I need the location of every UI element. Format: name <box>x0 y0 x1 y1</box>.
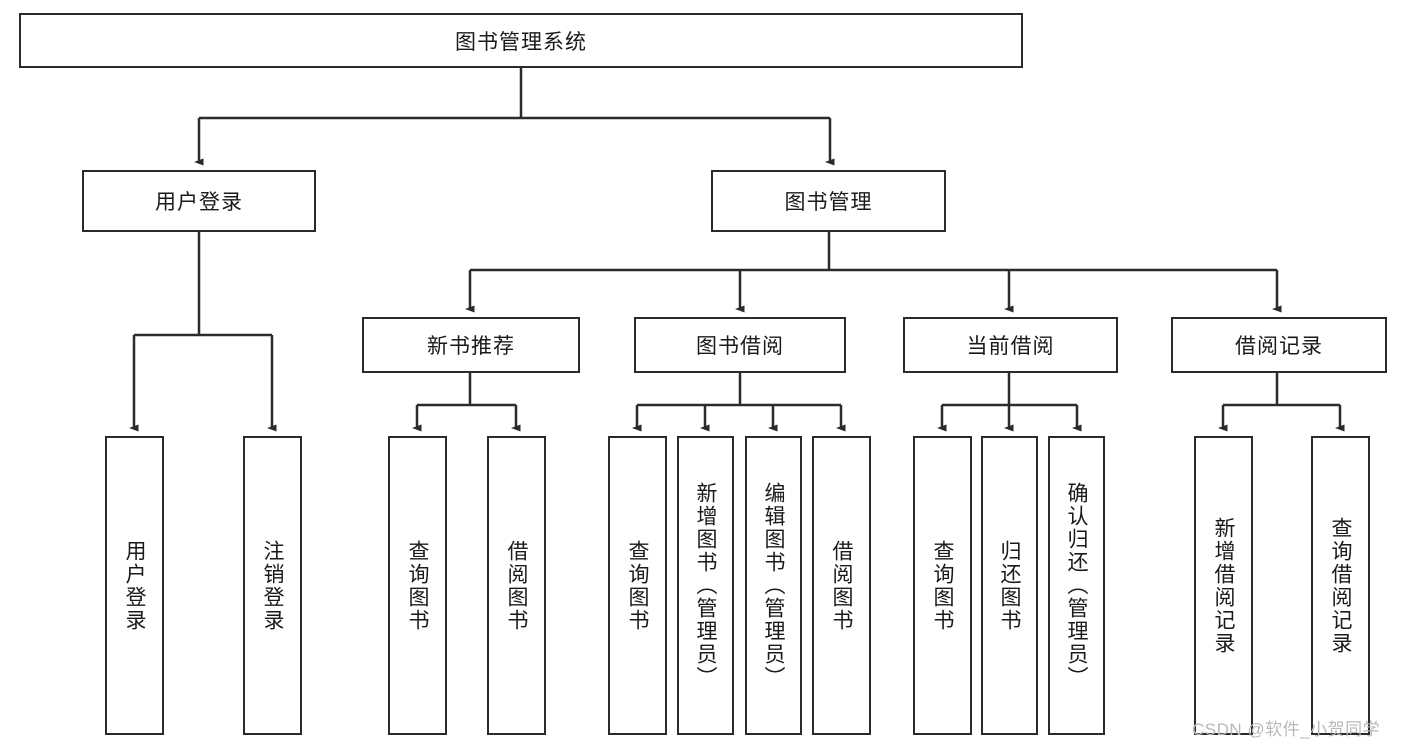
node-book-management[interactable]: 图书管理 <box>711 170 946 232</box>
node-label: 图书管理 <box>784 191 873 214</box>
leaf-user-login[interactable]: 用户登录 <box>105 436 164 735</box>
leaf-logout[interactable]: 注销登录 <box>243 436 302 735</box>
leaf-borrow-book-recommend[interactable]: 借阅图书 <box>487 436 546 735</box>
node-label: 查询图书 <box>406 539 429 632</box>
node-label: 新书推荐 <box>427 335 515 358</box>
leaf-return-book[interactable]: 归还图书 <box>981 436 1038 735</box>
node-root-book-management-system[interactable]: 图书管理系统 <box>19 13 1023 68</box>
leaf-query-book-current[interactable]: 查询图书 <box>913 436 972 735</box>
node-book-borrow[interactable]: 图书借阅 <box>634 317 846 373</box>
node-label: 当前借阅 <box>966 335 1055 358</box>
node-label: 图书管理系统 <box>455 30 587 54</box>
node-user-login[interactable]: 用户登录 <box>82 170 316 232</box>
leaf-add-borrow-record[interactable]: 新增借阅记录 <box>1194 436 1253 735</box>
node-label: 用户登录 <box>123 539 146 632</box>
node-label: 确认归还（管理员） <box>1065 482 1088 689</box>
node-label: 新增图书（管理员） <box>694 482 717 689</box>
node-label: 注销登录 <box>261 539 284 632</box>
node-new-book-recommend[interactable]: 新书推荐 <box>362 317 580 373</box>
node-label: 借阅图书 <box>505 539 528 632</box>
leaf-query-borrow-record[interactable]: 查询借阅记录 <box>1311 436 1370 735</box>
node-borrow-record[interactable]: 借阅记录 <box>1171 317 1387 373</box>
leaf-confirm-return-admin[interactable]: 确认归还（管理员） <box>1048 436 1105 735</box>
node-label: 图书借阅 <box>696 335 784 358</box>
leaf-borrow-book[interactable]: 借阅图书 <box>812 436 871 735</box>
node-label: 归还图书 <box>998 539 1021 632</box>
leaf-query-book-recommend[interactable]: 查询图书 <box>388 436 447 735</box>
node-label: 编辑图书（管理员） <box>762 482 785 689</box>
csdn-watermark: CSDN @软件_小贺同学 <box>1192 720 1381 739</box>
node-label: 借阅图书 <box>830 539 853 632</box>
node-label: 借阅记录 <box>1235 335 1323 358</box>
leaf-edit-book-admin[interactable]: 编辑图书（管理员） <box>745 436 802 735</box>
node-label: 用户登录 <box>155 191 243 214</box>
node-label: 查询图书 <box>931 539 954 632</box>
node-label: 新增借阅记录 <box>1212 516 1235 655</box>
leaf-query-book-borrow[interactable]: 查询图书 <box>608 436 667 735</box>
leaf-add-book-admin[interactable]: 新增图书（管理员） <box>677 436 734 735</box>
node-label: 查询图书 <box>626 539 649 632</box>
node-label: 查询借阅记录 <box>1329 516 1352 655</box>
node-current-borrow[interactable]: 当前借阅 <box>903 317 1118 373</box>
